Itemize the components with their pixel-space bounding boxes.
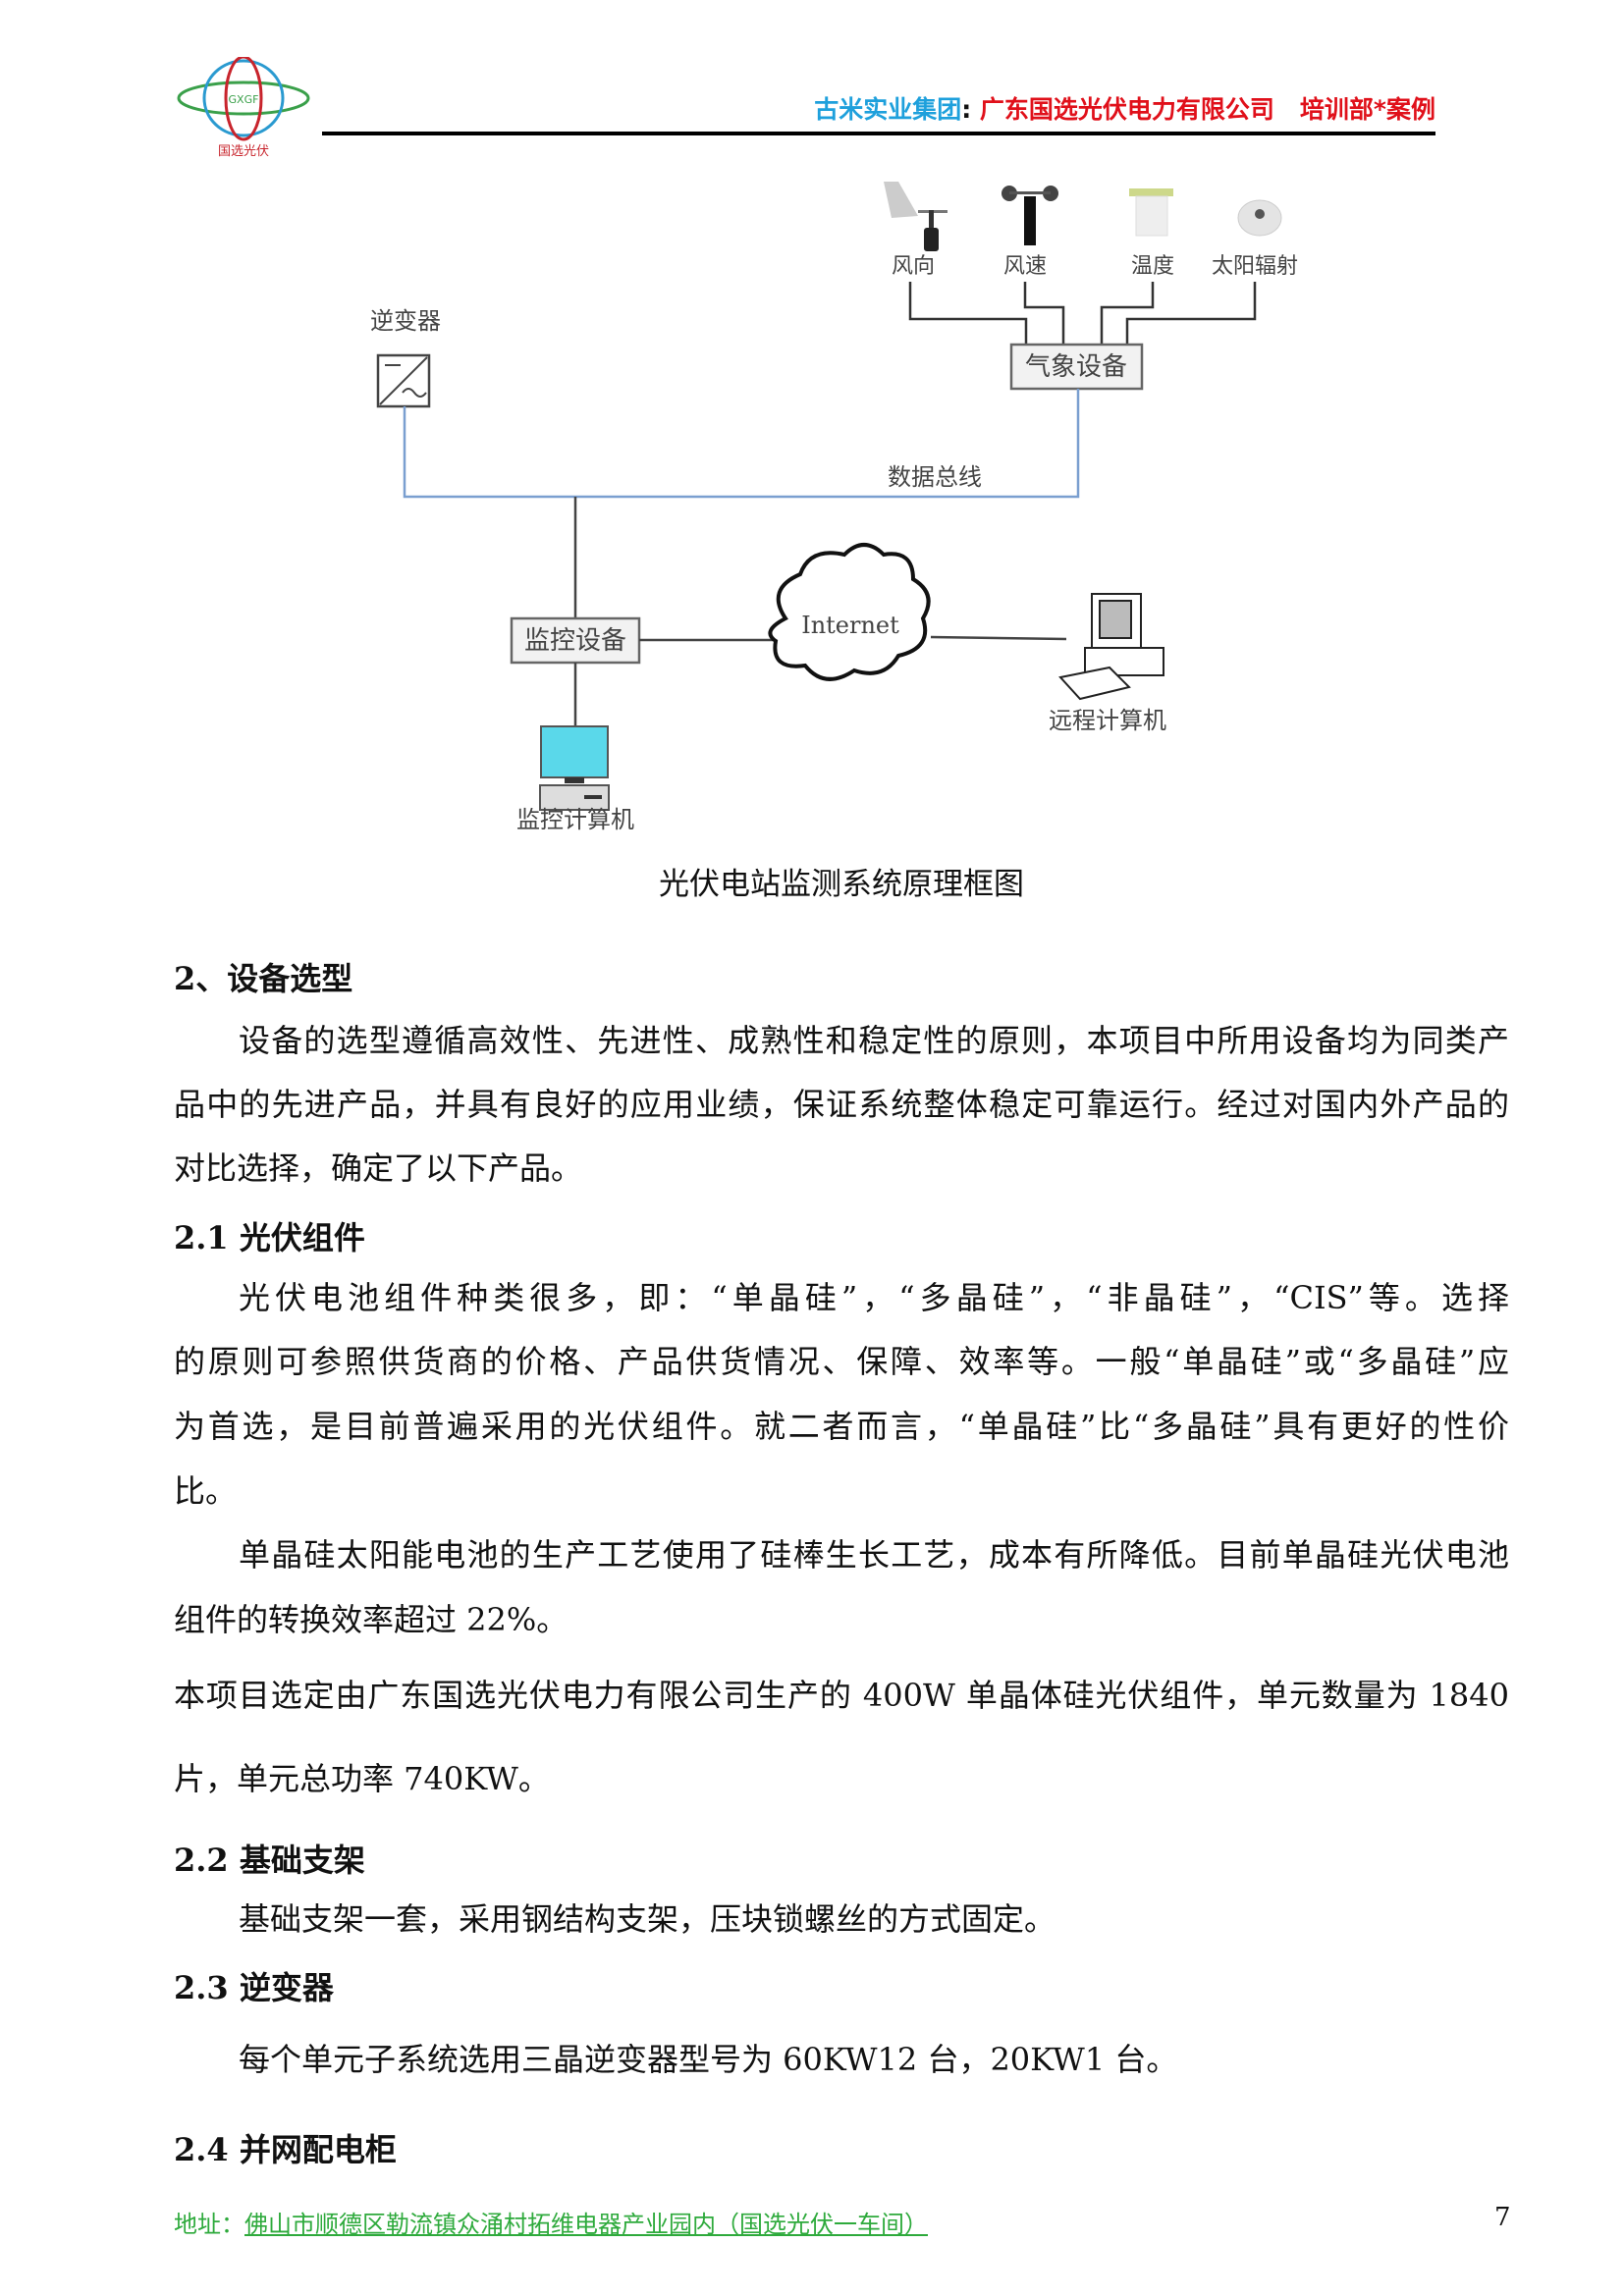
monitor-computer-label: 监控计算机 bbox=[516, 806, 634, 833]
paragraph-line: 品中的先进产品，并具有良好的应用业绩，保证系统整体稳定可靠运行。经过对国内外产品… bbox=[174, 1086, 1509, 1123]
paragraph-line: 基础支架一套，采用钢结构支架，压块锁螺丝的方式固定。 bbox=[239, 1900, 1056, 1938]
footer-address-label: 地址： bbox=[174, 2211, 244, 2238]
paragraph-line: 比。 bbox=[174, 1472, 238, 1510]
section-heading-2-2: 2.2 基础支架 bbox=[174, 1842, 365, 1879]
paragraph-line: 的原则可参照供货商的价格、产品供货情况、保障、效率等。一般“单晶硅”或“多晶硅”… bbox=[174, 1343, 1509, 1380]
svg-text:GXGF: GXGF bbox=[229, 93, 259, 106]
internet-cloud-icon bbox=[768, 543, 931, 681]
wind-direction-icon bbox=[884, 182, 947, 251]
paragraph-line: 本项目选定由广东国选光伏电力有限公司生产的 400W 单晶体硅光伏组件，单元数量… bbox=[174, 1677, 1509, 1714]
remote-computer-label: 远程计算机 bbox=[1049, 707, 1166, 734]
section-heading-2: 2、设备选型 bbox=[174, 960, 353, 997]
header-company: 广东国选光伏电力有限公司 bbox=[971, 95, 1274, 124]
header-group: 古米实业集团 bbox=[814, 95, 962, 124]
data-bus-line bbox=[403, 389, 1080, 499]
paragraph-line: 为首选，是目前普遍采用的光伏组件。就二者而言，“单晶硅”比“多晶硅”具有更好的性… bbox=[174, 1408, 1509, 1445]
paragraph-line: 光伏电池组件种类很多，即：“单晶硅”，“多晶硅”，“非晶硅”，“CIS”等。选择 bbox=[239, 1279, 1509, 1316]
page-number: 7 bbox=[1494, 2203, 1511, 2232]
section-heading-2-1: 2.1 光伏组件 bbox=[174, 1219, 365, 1256]
temperature-icon bbox=[1129, 188, 1173, 237]
inverter-icon bbox=[376, 353, 431, 408]
data-bus-label: 数据总线 bbox=[888, 463, 982, 491]
sensor-label-wind-speed: 风速 bbox=[1003, 254, 1047, 279]
paragraph-line: 单晶硅太阳能电池的生产工艺使用了硅棒生长工艺，成本有所降低。目前单晶硅光伏电池 bbox=[239, 1536, 1509, 1574]
weather-device-label: 气象设备 bbox=[1025, 352, 1127, 382]
monitoring-system-diagram: 风向 风速 温度 太阳辐射 气象设备 逆变器 数据总线 监控设备 Interne… bbox=[370, 182, 1298, 833]
monitor-computer-icon bbox=[539, 725, 610, 811]
sensor-wires bbox=[908, 282, 1257, 347]
sensor-label-temperature: 温度 bbox=[1131, 254, 1174, 279]
section-heading-2-4: 2.4 并网配电柜 bbox=[174, 2131, 397, 2168]
paragraph-line: 设备的选型遵循高效性、先进性、成熟性和稳定性的原则，本项目中所用设备均为同类产 bbox=[239, 1022, 1509, 1059]
paragraph-line: 对比选择，确定了以下产品。 bbox=[174, 1149, 583, 1187]
svg-text:国选光伏: 国选光伏 bbox=[218, 144, 269, 159]
sensor-label-wind-direction: 风向 bbox=[892, 254, 935, 279]
paragraph-line: 片，单元总功率 740KW。 bbox=[174, 1760, 550, 1797]
section-heading-2-3: 2.3 逆变器 bbox=[174, 1969, 334, 2006]
footer-address-text: 佛山市顺德区勒流镇众涌村拓维电器产业园内（国选光伏一车间） bbox=[244, 2211, 928, 2238]
header-title: 古米实业集团: 广东国选光伏电力有限公司培训部*案例 bbox=[814, 90, 1435, 126]
footer-address: 地址：佛山市顺德区勒流镇众涌村拓维电器产业园内（国选光伏一车间） bbox=[174, 2205, 928, 2239]
figure-caption: 光伏电站监测系统原理框图 bbox=[659, 867, 1024, 902]
paragraph-line: 组件的转换效率超过 22%。 bbox=[174, 1601, 568, 1638]
monitor-device-label: 监控设备 bbox=[524, 626, 626, 656]
solar-radiation-icon bbox=[1237, 199, 1282, 237]
inverter-label: 逆变器 bbox=[370, 307, 441, 335]
header-dept: 培训部*案例 bbox=[1299, 95, 1435, 124]
paragraph-line: 每个单元子系统选用三晶逆变器型号为 60KW12 台，20KW1 台。 bbox=[239, 2041, 1178, 2078]
sensor-label-solar-radiation: 太阳辐射 bbox=[1212, 254, 1298, 279]
company-logo: GXGF 国选光伏 bbox=[177, 57, 310, 159]
header-sep: : bbox=[961, 95, 972, 124]
header-rule bbox=[322, 132, 1435, 135]
wind-speed-icon bbox=[1001, 186, 1058, 245]
weather-device-box bbox=[1009, 343, 1144, 391]
remote-computer-icon bbox=[1058, 593, 1164, 701]
internet-label: Internet bbox=[801, 612, 899, 639]
